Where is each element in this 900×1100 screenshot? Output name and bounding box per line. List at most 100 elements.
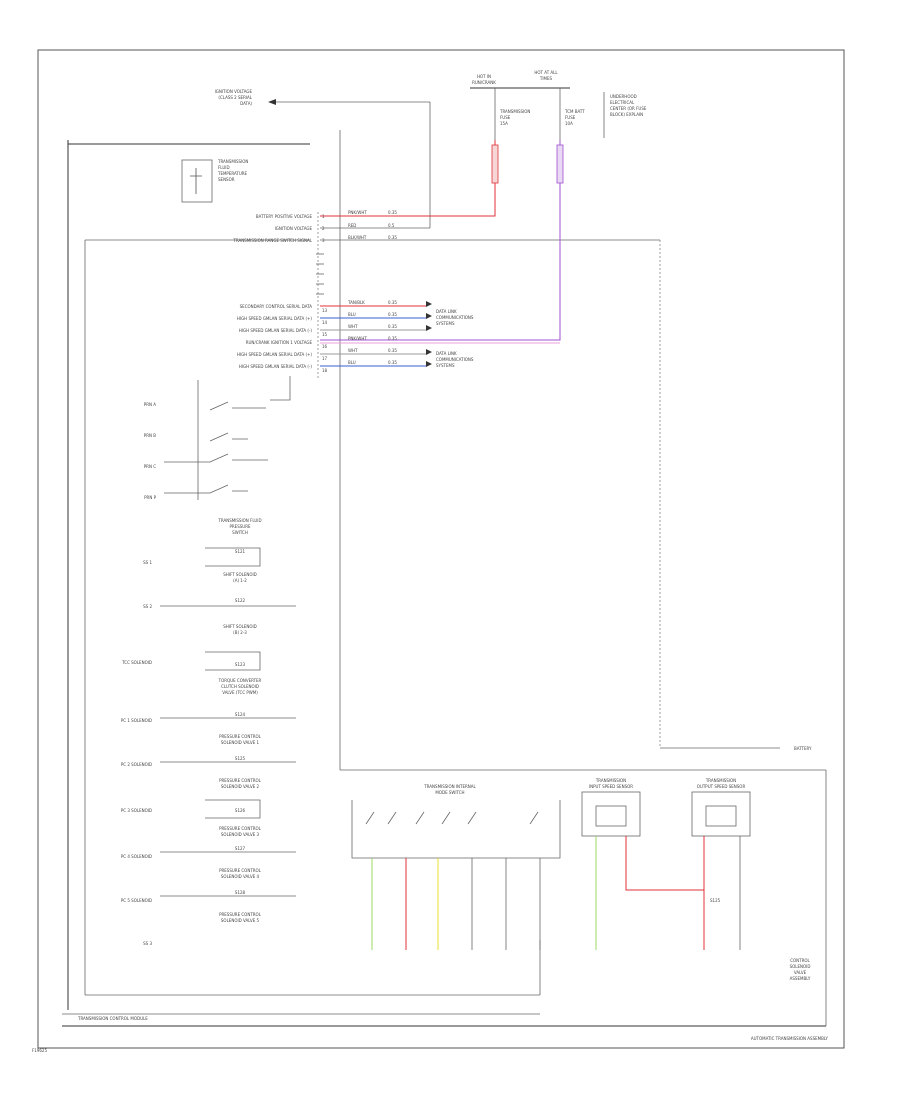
pin-number: 15 bbox=[322, 332, 328, 337]
switch-contact-icon bbox=[164, 453, 268, 463]
solenoid-loop bbox=[205, 547, 261, 567]
empty-pin-stubs bbox=[316, 253, 324, 295]
pin-color: WHT bbox=[348, 324, 358, 329]
underhood-label-4: BLOCK) EXPLAIN bbox=[610, 112, 643, 117]
solenoid-caption: VALVE (TCC PWM) bbox=[222, 690, 258, 695]
pin-number: 3 bbox=[322, 238, 325, 243]
fuse-a-label-3: 15A bbox=[500, 121, 508, 126]
pin-color: TAN/BLK bbox=[347, 300, 365, 305]
right-note: VALVE bbox=[794, 970, 807, 975]
solenoid-caption: SOLENOID VALVE 1 bbox=[221, 740, 260, 745]
solenoid-left: PC 4 SOLENOID bbox=[121, 854, 152, 859]
relay-label-4: SENSOR bbox=[218, 177, 235, 182]
underhood-label-1: UNDERHOOD bbox=[610, 94, 637, 99]
ignition-label-3: DATA) bbox=[240, 101, 252, 106]
output-speed-label: OUTPUT SPEED SENSOR bbox=[697, 784, 746, 789]
pin-color: PNK/WHT bbox=[348, 336, 367, 341]
solenoid-box: S122 bbox=[235, 598, 246, 603]
solenoid-box: S123 bbox=[235, 662, 246, 667]
fuse-a-label-2: FUSE bbox=[500, 115, 511, 120]
input-speed-sensor-box bbox=[581, 791, 641, 837]
data-link-label: DATA LINK bbox=[436, 351, 457, 356]
data-link-label: COMMUNICATIONS bbox=[436, 315, 474, 320]
range-switch-bracket bbox=[197, 376, 291, 500]
pin-label: SECONDARY CONTROL SERIAL DATA bbox=[240, 304, 313, 309]
pin-number: 2 bbox=[322, 226, 325, 231]
mode-switch-title: MODE SWITCH bbox=[435, 790, 464, 795]
fuse-b-label-1: TCM BATT bbox=[564, 109, 585, 114]
data-link-label: DATA LINK bbox=[436, 309, 457, 314]
footer-left-label: TRANSMISSION CONTROL MODULE bbox=[77, 1016, 148, 1021]
switch-label: PRN P bbox=[144, 495, 156, 500]
mode-switch-contact-icon bbox=[365, 811, 539, 825]
switch-contact-icon bbox=[209, 401, 266, 411]
solenoid-left: PC 2 SOLENOID bbox=[121, 762, 152, 767]
solenoid-caption: CLUTCH SOLENOID bbox=[221, 684, 259, 689]
pin-gauge: 0.35 bbox=[388, 324, 397, 329]
switch-label: PRN C bbox=[144, 464, 156, 469]
solenoid-caption: (A) 1-2 bbox=[233, 578, 247, 583]
ignition-arrow-icon bbox=[268, 99, 276, 105]
ignition-label-2: (CLASS 2 SERIAL bbox=[218, 95, 252, 100]
output-speed-label: TRANSMISSION bbox=[705, 778, 736, 783]
solenoid-title: PRESSURE bbox=[229, 524, 251, 529]
fuse-left-label-2: RUN/CRANK bbox=[472, 80, 496, 85]
solenoid-caption: SOLENOID VALVE 2 bbox=[221, 784, 260, 789]
red-fuse-a-connector bbox=[491, 144, 499, 184]
pin-number: 18 bbox=[322, 368, 328, 373]
outer-frame bbox=[37, 49, 845, 1049]
ignition-label-1: IGNITION VOLTAGE bbox=[215, 89, 253, 94]
pin-gauge: 0.35 bbox=[388, 235, 397, 240]
fuse-b-label-2: FUSE bbox=[565, 115, 576, 120]
fluid-temp-sensor-box bbox=[181, 159, 213, 203]
underhood-label-3: CENTER (OR FUSE bbox=[610, 106, 647, 111]
pin-number: 16 bbox=[322, 344, 328, 349]
pin-label: HIGH SPEED GMLAN SERIAL DATA (-) bbox=[239, 328, 313, 333]
pin-label: IGNITION VOLTAGE bbox=[275, 226, 313, 231]
fluid-temp-sensor-symbol bbox=[190, 168, 202, 194]
solenoid-caption: SOLENOID VALVE 4 bbox=[221, 874, 260, 879]
splice-label: S125 bbox=[710, 898, 721, 903]
switch-contact-icon bbox=[209, 432, 248, 442]
relay-label-2: FLUID bbox=[218, 165, 230, 170]
solenoid-caption: SOLENOID VALVE 5 bbox=[221, 918, 260, 923]
solenoid-loop bbox=[205, 651, 261, 671]
solenoid-box: S126 bbox=[235, 808, 246, 813]
wire-red-speed bbox=[625, 836, 704, 891]
pin-color: RED bbox=[348, 223, 356, 228]
pin-number: 1 bbox=[322, 214, 325, 219]
pin-label: TRANSMISSION RANGE SWITCH SIGNAL bbox=[232, 238, 312, 243]
fuse-right-label-2: TIMES bbox=[539, 76, 553, 81]
pin-gauge: 0.35 bbox=[388, 336, 397, 341]
right-note: SOLENOID bbox=[790, 964, 811, 969]
solenoid-box: S124 bbox=[235, 712, 246, 717]
pin-number: 17 bbox=[322, 356, 328, 361]
solenoid-caption: PRESSURE CONTROL bbox=[219, 868, 262, 873]
switch-label: PRN B bbox=[144, 433, 156, 438]
pin-label: HIGH SPEED GMLAN SERIAL DATA (-) bbox=[239, 364, 313, 369]
right-note: CONTROL bbox=[790, 958, 810, 963]
upper-pins: BATTERY POSITIVE VOLTAGE 1 PNK/WHT 0.35 … bbox=[232, 210, 430, 243]
solenoid-caption: PRESSURE CONTROL bbox=[219, 826, 262, 831]
pin-color: BLK/WHT bbox=[348, 235, 367, 240]
input-speed-sensor-core bbox=[595, 805, 627, 827]
data-link-label: SYSTEMS bbox=[436, 363, 455, 368]
corner-code: F19625 bbox=[32, 1048, 47, 1053]
solenoid-box: S128 bbox=[235, 890, 246, 895]
solenoid-left: PC 5 SOLENOID bbox=[121, 898, 152, 903]
pin-gauge: 0.35 bbox=[388, 360, 397, 365]
solenoid-left: SS 1 bbox=[143, 560, 152, 565]
pin-label: HIGH SPEED GMLAN SERIAL DATA (+) bbox=[237, 316, 313, 321]
solenoid-box: S121 bbox=[235, 549, 246, 554]
solenoid-caption: PRESSURE CONTROL bbox=[219, 778, 262, 783]
relay-label-1: TRANSMISSION bbox=[217, 159, 248, 164]
relay-label-3: TEMPERATURE bbox=[217, 171, 248, 176]
fuse-right-label-1: HOT AT ALL bbox=[534, 70, 558, 75]
footer-right-label: AUTOMATIC TRANSMISSION ASSEMBLY bbox=[751, 1036, 829, 1041]
pin-color: PNK/WHT bbox=[348, 210, 367, 215]
mode-switch-outline bbox=[351, 800, 561, 859]
switch-contact-icon bbox=[164, 484, 248, 494]
pin-label: RUN/CRANK IGNITION 1 VOLTAGE bbox=[246, 340, 313, 345]
switch-label: PRN A bbox=[144, 402, 156, 407]
